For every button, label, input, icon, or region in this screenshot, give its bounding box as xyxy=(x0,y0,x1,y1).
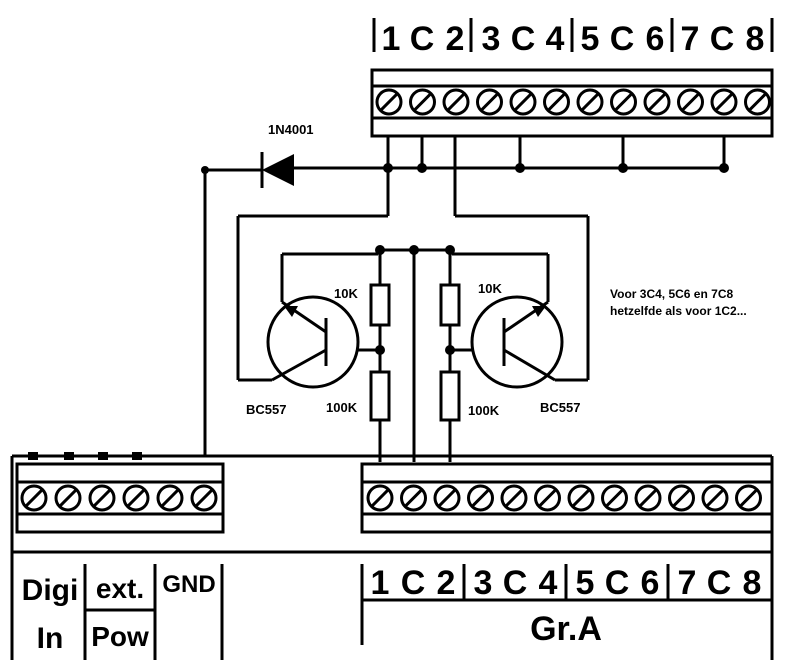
right-terminal-screw-2 xyxy=(400,484,427,512)
resistor-left-upper-label: 10K xyxy=(334,286,358,301)
digi-in-label-bottom: In xyxy=(37,622,64,655)
top-terminal-screw-9 xyxy=(643,88,671,116)
top-terminal-screw-12 xyxy=(744,88,771,116)
right-terminal-screw-6 xyxy=(534,484,561,512)
note-line-2: hetzelfde als voor 1C2... xyxy=(610,304,747,318)
right-terminal-screw-9 xyxy=(634,484,662,512)
transistor-left-label: BC557 xyxy=(246,402,286,417)
bottom-pin-label-1: 1 xyxy=(371,564,390,602)
bottom-pin-label-c4: C xyxy=(707,564,732,602)
bottom-pin-label-6: 6 xyxy=(641,564,660,602)
right-terminal-screw-11 xyxy=(701,484,729,512)
top-pin-label-c2: C xyxy=(511,20,536,58)
bottom-pin-label-c1: C xyxy=(401,564,426,602)
resistor-left-upper xyxy=(369,283,391,327)
top-terminal-screw-4 xyxy=(476,88,503,116)
bottom-pin-label-3: 3 xyxy=(474,564,493,602)
top-terminal-screw-8 xyxy=(610,88,637,116)
top-pin-label-8: 8 xyxy=(746,20,765,58)
transistor-left: BC557 xyxy=(246,295,360,417)
resistor-right-lower-label: 100K xyxy=(468,403,500,418)
bottom-pin-label-5: 5 xyxy=(576,564,595,602)
right-terminal-block xyxy=(360,462,774,534)
bottom-pin-label-8: 8 xyxy=(743,564,762,602)
left-terminal-screw-4 xyxy=(122,484,150,512)
resistor-right-lower xyxy=(439,370,461,422)
ext-pow-label-top: ext. xyxy=(96,573,144,604)
transistor-right: BC557 xyxy=(470,295,580,415)
top-terminal-screw-10 xyxy=(677,88,704,116)
resistors: 10K 10K 100K 100K xyxy=(326,281,502,422)
diode-1n4001: 1N4001 xyxy=(260,122,314,188)
top-terminal-screw-7 xyxy=(576,88,604,116)
right-terminal-screw-8 xyxy=(601,484,628,512)
top-pin-label-7: 7 xyxy=(681,20,700,58)
resistor-right-upper-label: 10K xyxy=(478,281,502,296)
top-pin-label-2: 2 xyxy=(446,20,465,58)
right-terminal-screw-3 xyxy=(433,484,461,512)
top-pin-label-5: 5 xyxy=(581,20,600,58)
top-terminal-screw-2 xyxy=(409,88,436,116)
left-terminal-screw-6 xyxy=(190,484,218,512)
resistor-left-lower xyxy=(369,370,391,422)
group-name-label: Gr.A xyxy=(530,610,602,648)
bottom-pin-label-c3: C xyxy=(605,564,630,602)
bottom-pin-label-7: 7 xyxy=(678,564,697,602)
transistor-right-label: BC557 xyxy=(540,400,580,415)
top-pin-label-6: 6 xyxy=(646,20,665,58)
top-pin-label-1: 1 xyxy=(382,20,401,58)
bottom-pin-label-c2: C xyxy=(503,564,528,602)
top-terminal-screw-5 xyxy=(509,88,537,116)
digi-in-label-top: Digi xyxy=(22,574,79,607)
top-pin-label-c3: C xyxy=(610,20,635,58)
top-pin-label-4: 4 xyxy=(546,20,565,58)
left-terminal-screw-2 xyxy=(54,484,82,512)
left-terminal-tabs xyxy=(28,452,142,460)
left-terminal-screw-5 xyxy=(156,484,184,512)
right-terminal-screw-4 xyxy=(467,484,494,512)
right-label-table: 1 C 2 3 C 4 5 C 6 7 C 8 Gr.A xyxy=(360,564,772,648)
bottom-pin-label-2: 2 xyxy=(437,564,456,602)
resistor-left-lower-label: 100K xyxy=(326,400,358,415)
right-terminal-screw-5 xyxy=(500,484,528,512)
bottom-pin-label-4: 4 xyxy=(539,564,558,602)
top-terminal-screw-1 xyxy=(375,88,403,116)
gnd-label: GND xyxy=(162,571,215,598)
junction-dots xyxy=(201,163,729,355)
top-pin-label-3: 3 xyxy=(482,20,501,58)
right-terminal-screw-1 xyxy=(366,484,394,512)
diode-label: 1N4001 xyxy=(268,122,314,137)
left-terminal-screw-1 xyxy=(20,484,48,512)
left-label-table: Digi In ext. Pow GND xyxy=(22,564,224,660)
resistor-right-upper xyxy=(439,283,461,327)
left-terminal-screw-3 xyxy=(88,484,116,512)
right-terminal-screw-10 xyxy=(668,484,695,512)
top-terminal-block xyxy=(370,68,774,138)
top-pin-label-c1: C xyxy=(410,20,435,58)
top-connector-labels: 1 C 2 3 C 4 5 C 6 7 C 8 xyxy=(372,18,774,58)
right-terminal-screw-7 xyxy=(567,484,595,512)
top-terminal-screw-3 xyxy=(442,88,470,116)
note-line-1: Voor 3C4, 5C6 en 7C8 xyxy=(610,287,733,301)
left-terminal-block xyxy=(15,452,225,534)
ext-pow-label-bottom: Pow xyxy=(91,621,149,652)
top-terminal-screw-6 xyxy=(543,88,570,116)
top-terminal-screw-11 xyxy=(710,88,738,116)
right-terminal-screw-12 xyxy=(735,484,762,512)
top-pin-label-c4: C xyxy=(710,20,735,58)
